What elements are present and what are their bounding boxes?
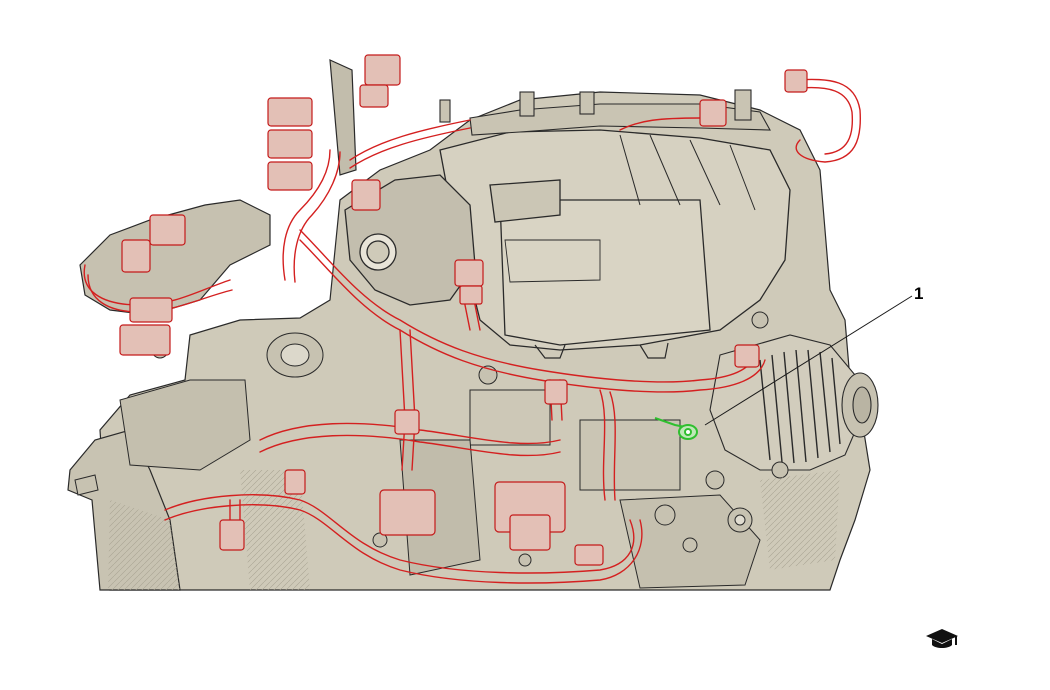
fuel-rail bbox=[439, 89, 771, 136]
harness-connectors bbox=[119, 54, 808, 566]
graduation-cap-icon[interactable] bbox=[924, 628, 960, 650]
shading bbox=[108, 470, 840, 590]
lower-components bbox=[74, 311, 789, 589]
callout-leader-line bbox=[704, 295, 913, 426]
callout-label-1: 1 bbox=[914, 284, 924, 303]
ground-terminal-highlight bbox=[654, 417, 698, 440]
alternator bbox=[709, 334, 879, 471]
